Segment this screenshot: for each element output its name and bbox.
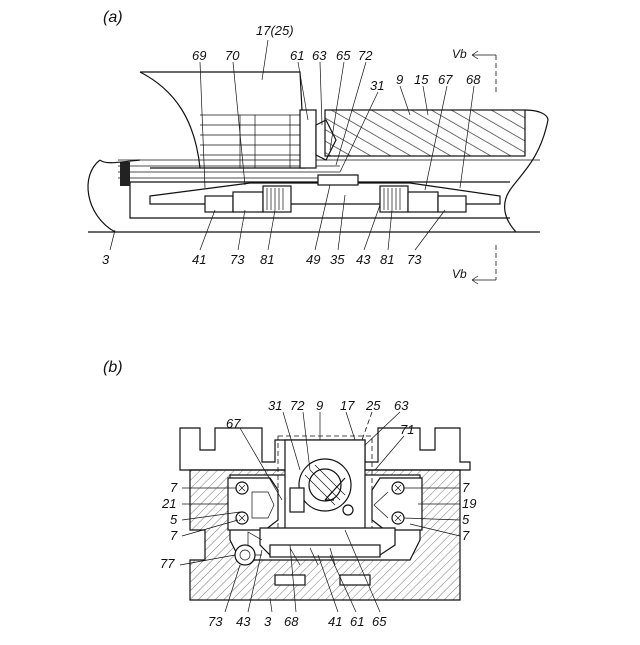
label-43: 43	[356, 252, 371, 267]
label-9: 9	[396, 72, 403, 87]
label-b-73: 73	[208, 614, 223, 629]
label-65: 65	[336, 48, 351, 63]
label-b-3: 3	[264, 614, 272, 629]
figure-b-label: (b)	[103, 359, 123, 376]
label-81-left: 81	[260, 252, 274, 267]
label-49: 49	[306, 252, 320, 267]
label-61: 61	[290, 48, 304, 63]
label-41: 41	[192, 252, 206, 267]
svg-text:Vb: Vb	[452, 267, 467, 281]
section-mark-bottom: Vb	[452, 245, 496, 284]
label-b-41: 41	[328, 614, 342, 629]
label-b-5-r: 5	[462, 512, 470, 527]
label-b-5-l: 5	[170, 512, 178, 527]
label-b-71: 71	[400, 422, 414, 437]
right-rail-block	[372, 478, 422, 530]
label-b-21: 21	[161, 496, 176, 511]
label-b-68: 68	[284, 614, 299, 629]
label-b-43: 43	[236, 614, 251, 629]
label-b-72: 72	[290, 398, 305, 413]
label-63: 63	[312, 48, 327, 63]
left-rail-block	[228, 478, 278, 530]
label-35: 35	[330, 252, 345, 267]
label-b-65: 65	[372, 614, 387, 629]
label-b-7-l2: 7	[170, 528, 178, 543]
label-73-left: 73	[230, 252, 245, 267]
label-3: 3	[102, 252, 110, 267]
label-b-63: 63	[394, 398, 409, 413]
label-b-7-l1: 7	[170, 480, 178, 495]
label-b-31: 31	[268, 398, 282, 413]
label-b-25: 25	[365, 398, 381, 413]
label-b-9: 9	[316, 398, 323, 413]
figure-a: (a)	[88, 9, 548, 284]
label-b-77: 77	[160, 556, 175, 571]
label-67: 67	[438, 72, 453, 87]
label-68: 68	[466, 72, 481, 87]
slider-body	[100, 72, 336, 168]
label-70: 70	[225, 48, 240, 63]
label-72: 72	[358, 48, 373, 63]
label-b-67: 67	[226, 416, 241, 431]
svg-text:Vb: Vb	[452, 47, 467, 61]
label-b-7-r2: 7	[462, 528, 470, 543]
figure-a-label: (a)	[103, 9, 123, 26]
label-b-19: 19	[462, 496, 476, 511]
label-b-61: 61	[350, 614, 364, 629]
label-73-right: 73	[407, 252, 422, 267]
slider-housing	[278, 436, 372, 532]
figure-b: (b)	[103, 359, 476, 629]
label-b-7-r1: 7	[462, 480, 470, 495]
label-69: 69	[192, 48, 206, 63]
label-15: 15	[414, 72, 429, 87]
label-b-17: 17	[340, 398, 355, 413]
label-31: 31	[370, 78, 384, 93]
label-81-right: 81	[380, 252, 394, 267]
label-17-25: 17(25)	[256, 23, 294, 38]
